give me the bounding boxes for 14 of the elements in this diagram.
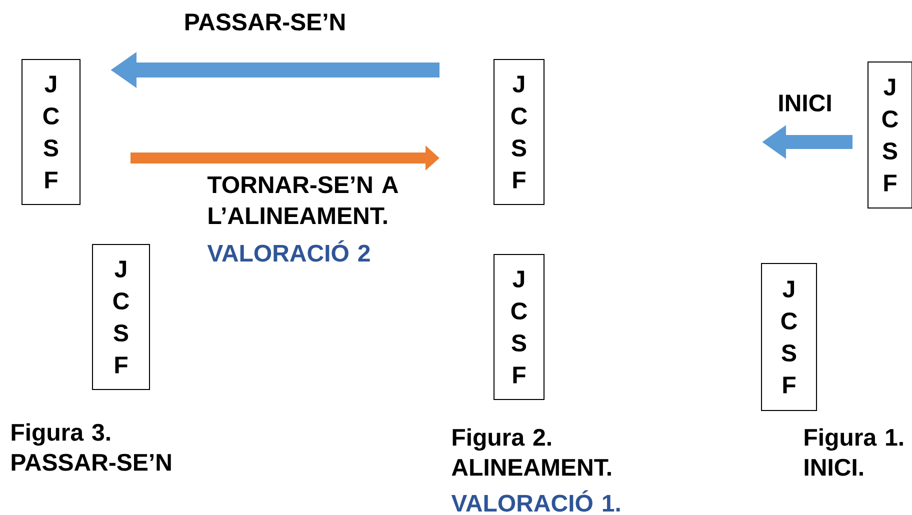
- caption-text: Figura 1. INICI.: [804, 428, 903, 476]
- edge-label: PASSAR-SE’N: [185, 14, 344, 30]
- letter-box: J C S F: [92, 244, 150, 390]
- caption-text: VALORACIÓ 1.: [451, 490, 620, 512]
- letter-box: J C S F: [868, 62, 912, 208]
- edge-label: TORNAR-SE’N A L’ALINEAMENT.: [207, 176, 398, 224]
- caption-text: Figura 2. ALINEAMENT.: [452, 428, 611, 476]
- caption-text: VALORACIÓ 2: [207, 240, 370, 262]
- letter-box: J C S F: [494, 254, 544, 400]
- edge-label: INICI: [779, 94, 831, 112]
- letter-box: J C S F: [494, 59, 544, 205]
- letter-box: J C S F: [761, 263, 817, 411]
- letter-box: J C S F: [22, 59, 80, 205]
- caption-text: Figura 3. PASSAR-SE’N: [12, 423, 171, 471]
